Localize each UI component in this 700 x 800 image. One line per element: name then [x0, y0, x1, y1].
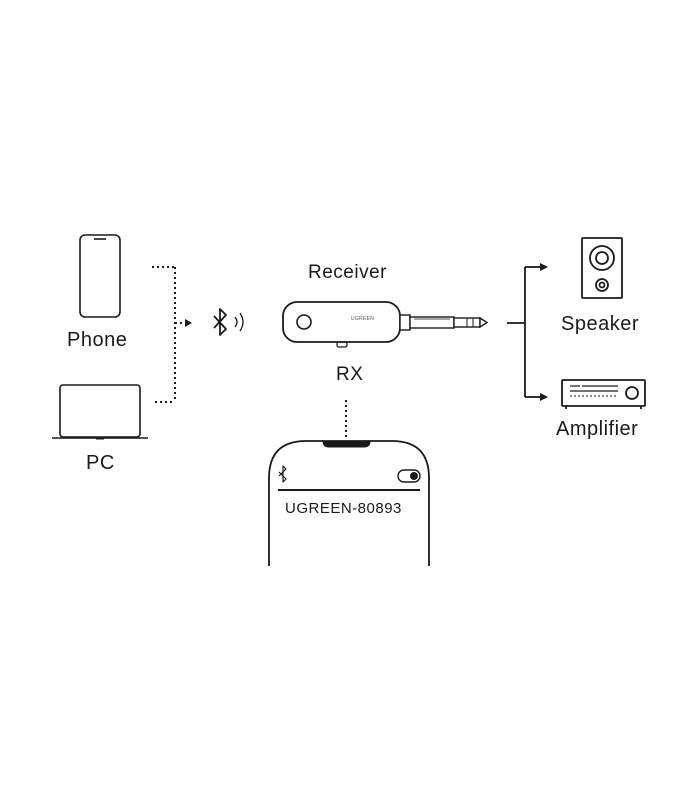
- arrow-head: [540, 393, 548, 401]
- amplifier-icon: [561, 379, 646, 409]
- bluetooth-icon: [278, 465, 287, 483]
- bluetooth-icon: [213, 308, 227, 336]
- signal-waves-icon: [234, 312, 244, 332]
- rx-mode-label: RX: [336, 364, 364, 385]
- receiver-label: Receiver: [308, 262, 387, 283]
- pc-label: PC: [86, 452, 115, 474]
- receiver-brand: UGREEN: [351, 316, 375, 322]
- pairing-phone-icon: [268, 440, 430, 566]
- bluetooth-receiver-icon: [282, 301, 489, 348]
- output-connector: [507, 266, 540, 398]
- speaker-icon: [581, 237, 623, 299]
- toggle-icon: [397, 469, 421, 483]
- source-connector: [152, 266, 187, 403]
- speaker-label: Speaker: [561, 313, 639, 335]
- arrow-head: [540, 263, 548, 271]
- arrow-head: [185, 319, 192, 327]
- amplifier-label: Amplifier: [556, 418, 639, 440]
- smartphone-icon: [79, 234, 121, 318]
- laptop-icon: [52, 384, 148, 440]
- paired-device-name: UGREEN-80893: [285, 500, 402, 517]
- phone-label: Phone: [67, 329, 128, 351]
